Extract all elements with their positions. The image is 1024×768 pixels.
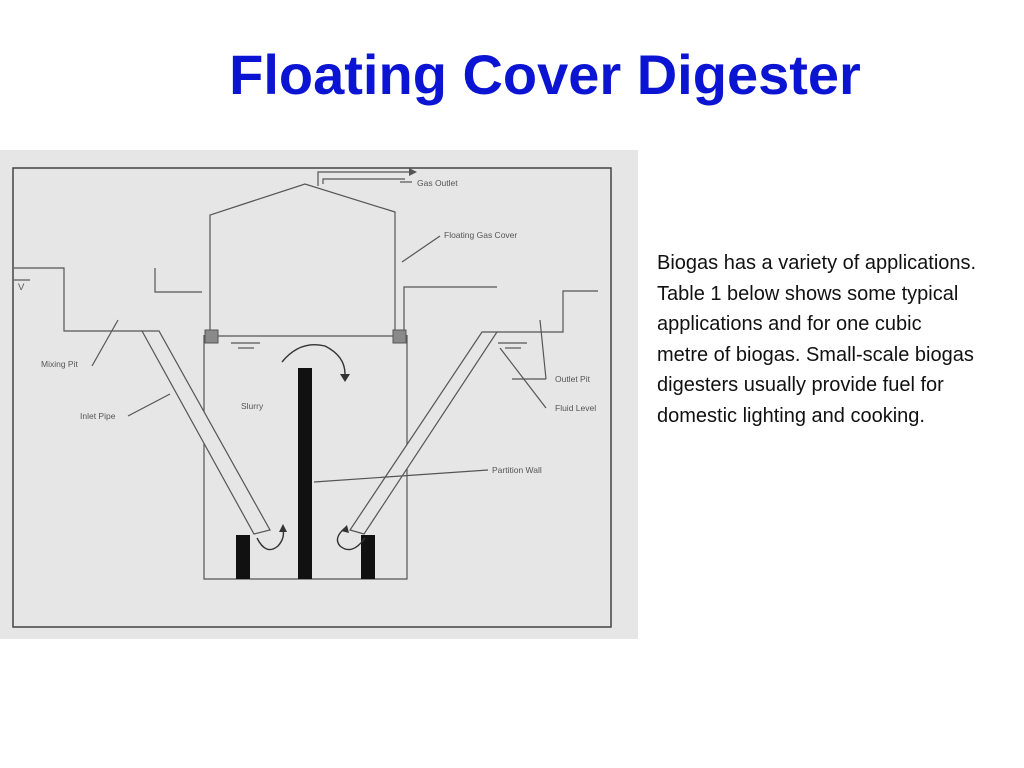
label-gas-outlet: Gas Outlet [417,178,458,188]
diagram-background [0,150,638,639]
outlet-pipe [349,331,499,535]
outlet-collar-right [403,286,497,292]
partition-wall [298,368,312,579]
outlet-pit-outline [497,290,598,333]
inlet-pipe [140,330,271,535]
floating-gas-cover [209,183,396,338]
slide-title: Floating Cover Digester [229,43,861,106]
body-text: Biogas has a variety of applications. Ta… [657,252,977,427]
inlet-collar-left [154,268,202,293]
outlet-flow-arrow [336,527,366,551]
inlet-block [236,535,250,579]
cover-guide-left [204,329,219,344]
mixing-pit-outline [14,267,142,332]
cover-guide-right [392,329,407,344]
floating-cover-digester-diagram: Gas Outlet Floating Gas Cover Mixing Pit… [0,150,638,639]
label-floating-gas-cover: Floating Gas Cover [444,230,517,240]
label-fluid-level: Fluid Level [555,403,596,413]
slurry-flow-arrow [281,344,346,375]
outlet-block [361,535,375,579]
inlet-flow-arrow [256,529,285,551]
gas-outlet-arrow [409,168,417,176]
label-level-mark: V [18,282,25,293]
gas-outlet-pipe [317,171,409,186]
label-slurry: Slurry [241,401,264,411]
label-inlet-pipe: Inlet Pipe [80,411,116,421]
label-partition-wall: Partition Wall [492,465,542,475]
label-outlet-pit: Outlet Pit [555,374,591,384]
label-mixing-pit: Mixing Pit [41,359,78,369]
diagram-frame [12,167,612,628]
